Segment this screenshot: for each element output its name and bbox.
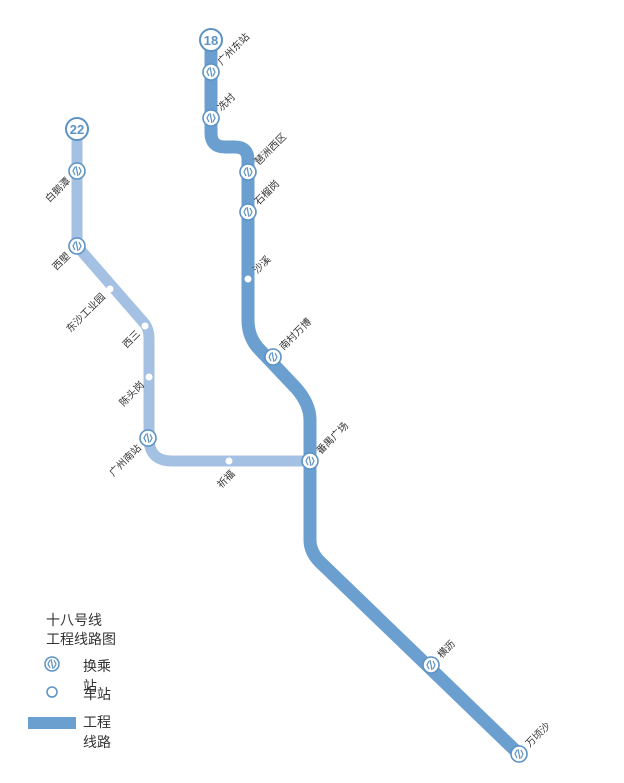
- interchange-icon: [301, 452, 319, 470]
- station-label: 琶洲西区: [252, 131, 289, 168]
- station-dongsha-industrial-park[interactable]: 东沙工业园: [63, 285, 114, 335]
- interchange-icon: [68, 237, 86, 255]
- station-label: 西三: [121, 329, 143, 351]
- legend: 十八号线 工程线路图 换乘站 车站 工程线路: [28, 612, 116, 751]
- legend-title-line2: 工程线路图: [46, 632, 116, 648]
- line-22-badge: 22: [65, 117, 89, 141]
- legend-route: 工程线路: [28, 710, 116, 751]
- interchange-icon: [422, 656, 440, 674]
- station-wanqingsha[interactable]: 万顷沙: [510, 720, 553, 763]
- station-label: 白鹅潭: [42, 175, 72, 205]
- station-label: 石榴岗: [252, 177, 282, 207]
- station-label: 万顷沙: [523, 720, 553, 750]
- interchange-icon: [202, 109, 220, 127]
- station-hengli[interactable]: 横沥: [422, 637, 458, 674]
- legend-station: 车站: [28, 682, 116, 706]
- legend-interchange-label: 换乘站: [83, 659, 111, 695]
- line-18-badge-text: 18: [204, 33, 218, 48]
- station-dot-icon: [46, 686, 58, 698]
- station-dot-icon: [141, 322, 149, 330]
- line-18-badge: 18: [199, 28, 223, 52]
- station-dot-icon: [106, 285, 114, 293]
- interchange-icon: [510, 745, 528, 763]
- station-label: 东沙工业园: [63, 290, 108, 335]
- station-dot-icon: [145, 373, 153, 381]
- station-dot-icon: [244, 275, 252, 283]
- station-label: 冼村: [215, 90, 238, 113]
- interchange-icon: [239, 163, 257, 181]
- station-label: 广州南站: [106, 442, 143, 479]
- line-18-route: [204, 43, 526, 761]
- legend-route-label: 工程线路: [83, 715, 111, 751]
- interchange-icon: [44, 656, 60, 672]
- station-label: 南村万博: [277, 315, 314, 352]
- station-nancun-wanbo[interactable]: 南村万博: [264, 315, 314, 366]
- interchange-icon: [202, 63, 220, 81]
- interchange-icon: [239, 203, 257, 221]
- station-dot-icon: [225, 457, 233, 465]
- interchange-icon: [264, 348, 282, 366]
- legend-title-line1: 十八号线: [46, 613, 102, 629]
- legend-station-label: 车站: [83, 687, 111, 703]
- station-label: 横沥: [435, 637, 458, 660]
- station-label: 番禺广场: [314, 419, 351, 456]
- station-label: 西塱: [49, 250, 72, 273]
- interchange-icon: [139, 429, 157, 447]
- station-label: 祈福: [214, 467, 237, 490]
- interchange-icon: [68, 162, 86, 180]
- station-label: 陈头岗: [116, 378, 146, 408]
- legend-interchange: 换乘站: [28, 654, 116, 695]
- route-swatch: [28, 717, 76, 729]
- line-22-badge-text: 22: [70, 122, 84, 137]
